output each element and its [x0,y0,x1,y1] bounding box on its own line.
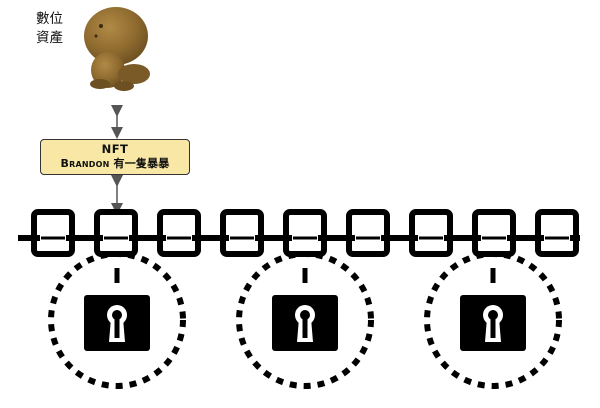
chain-link-icon [283,209,327,257]
nft-name: Brandon 有一隻暴暴 [60,157,170,170]
chain-link-icon [31,209,75,257]
asset-label-line1: 數位 [36,11,63,27]
nft-box: NFT Brandon 有一隻暴暴 [40,139,190,175]
chain-link-icon [535,209,579,257]
locks-group [48,251,562,389]
chain-link-icon [409,209,453,257]
asset-label: 數位 資產 [36,10,78,48]
dashed-ring [424,251,562,389]
keyhole-lock-icon [424,251,562,389]
plush-toy-image [84,7,150,91]
chain-link-icon [472,209,516,257]
chain-link-icon [220,209,264,257]
chain-link-icon [94,209,138,257]
dashed-ring [236,251,374,389]
asset-label-line2: 資產 [36,30,63,46]
chain-link-icon [157,209,201,257]
keyhole-lock-icon [48,251,186,389]
dashed-ring [48,251,186,389]
nft-title: NFT [101,142,129,156]
keyhole-lock-icon [236,251,374,389]
chain-link-icon [346,209,390,257]
chain-links [31,209,579,257]
